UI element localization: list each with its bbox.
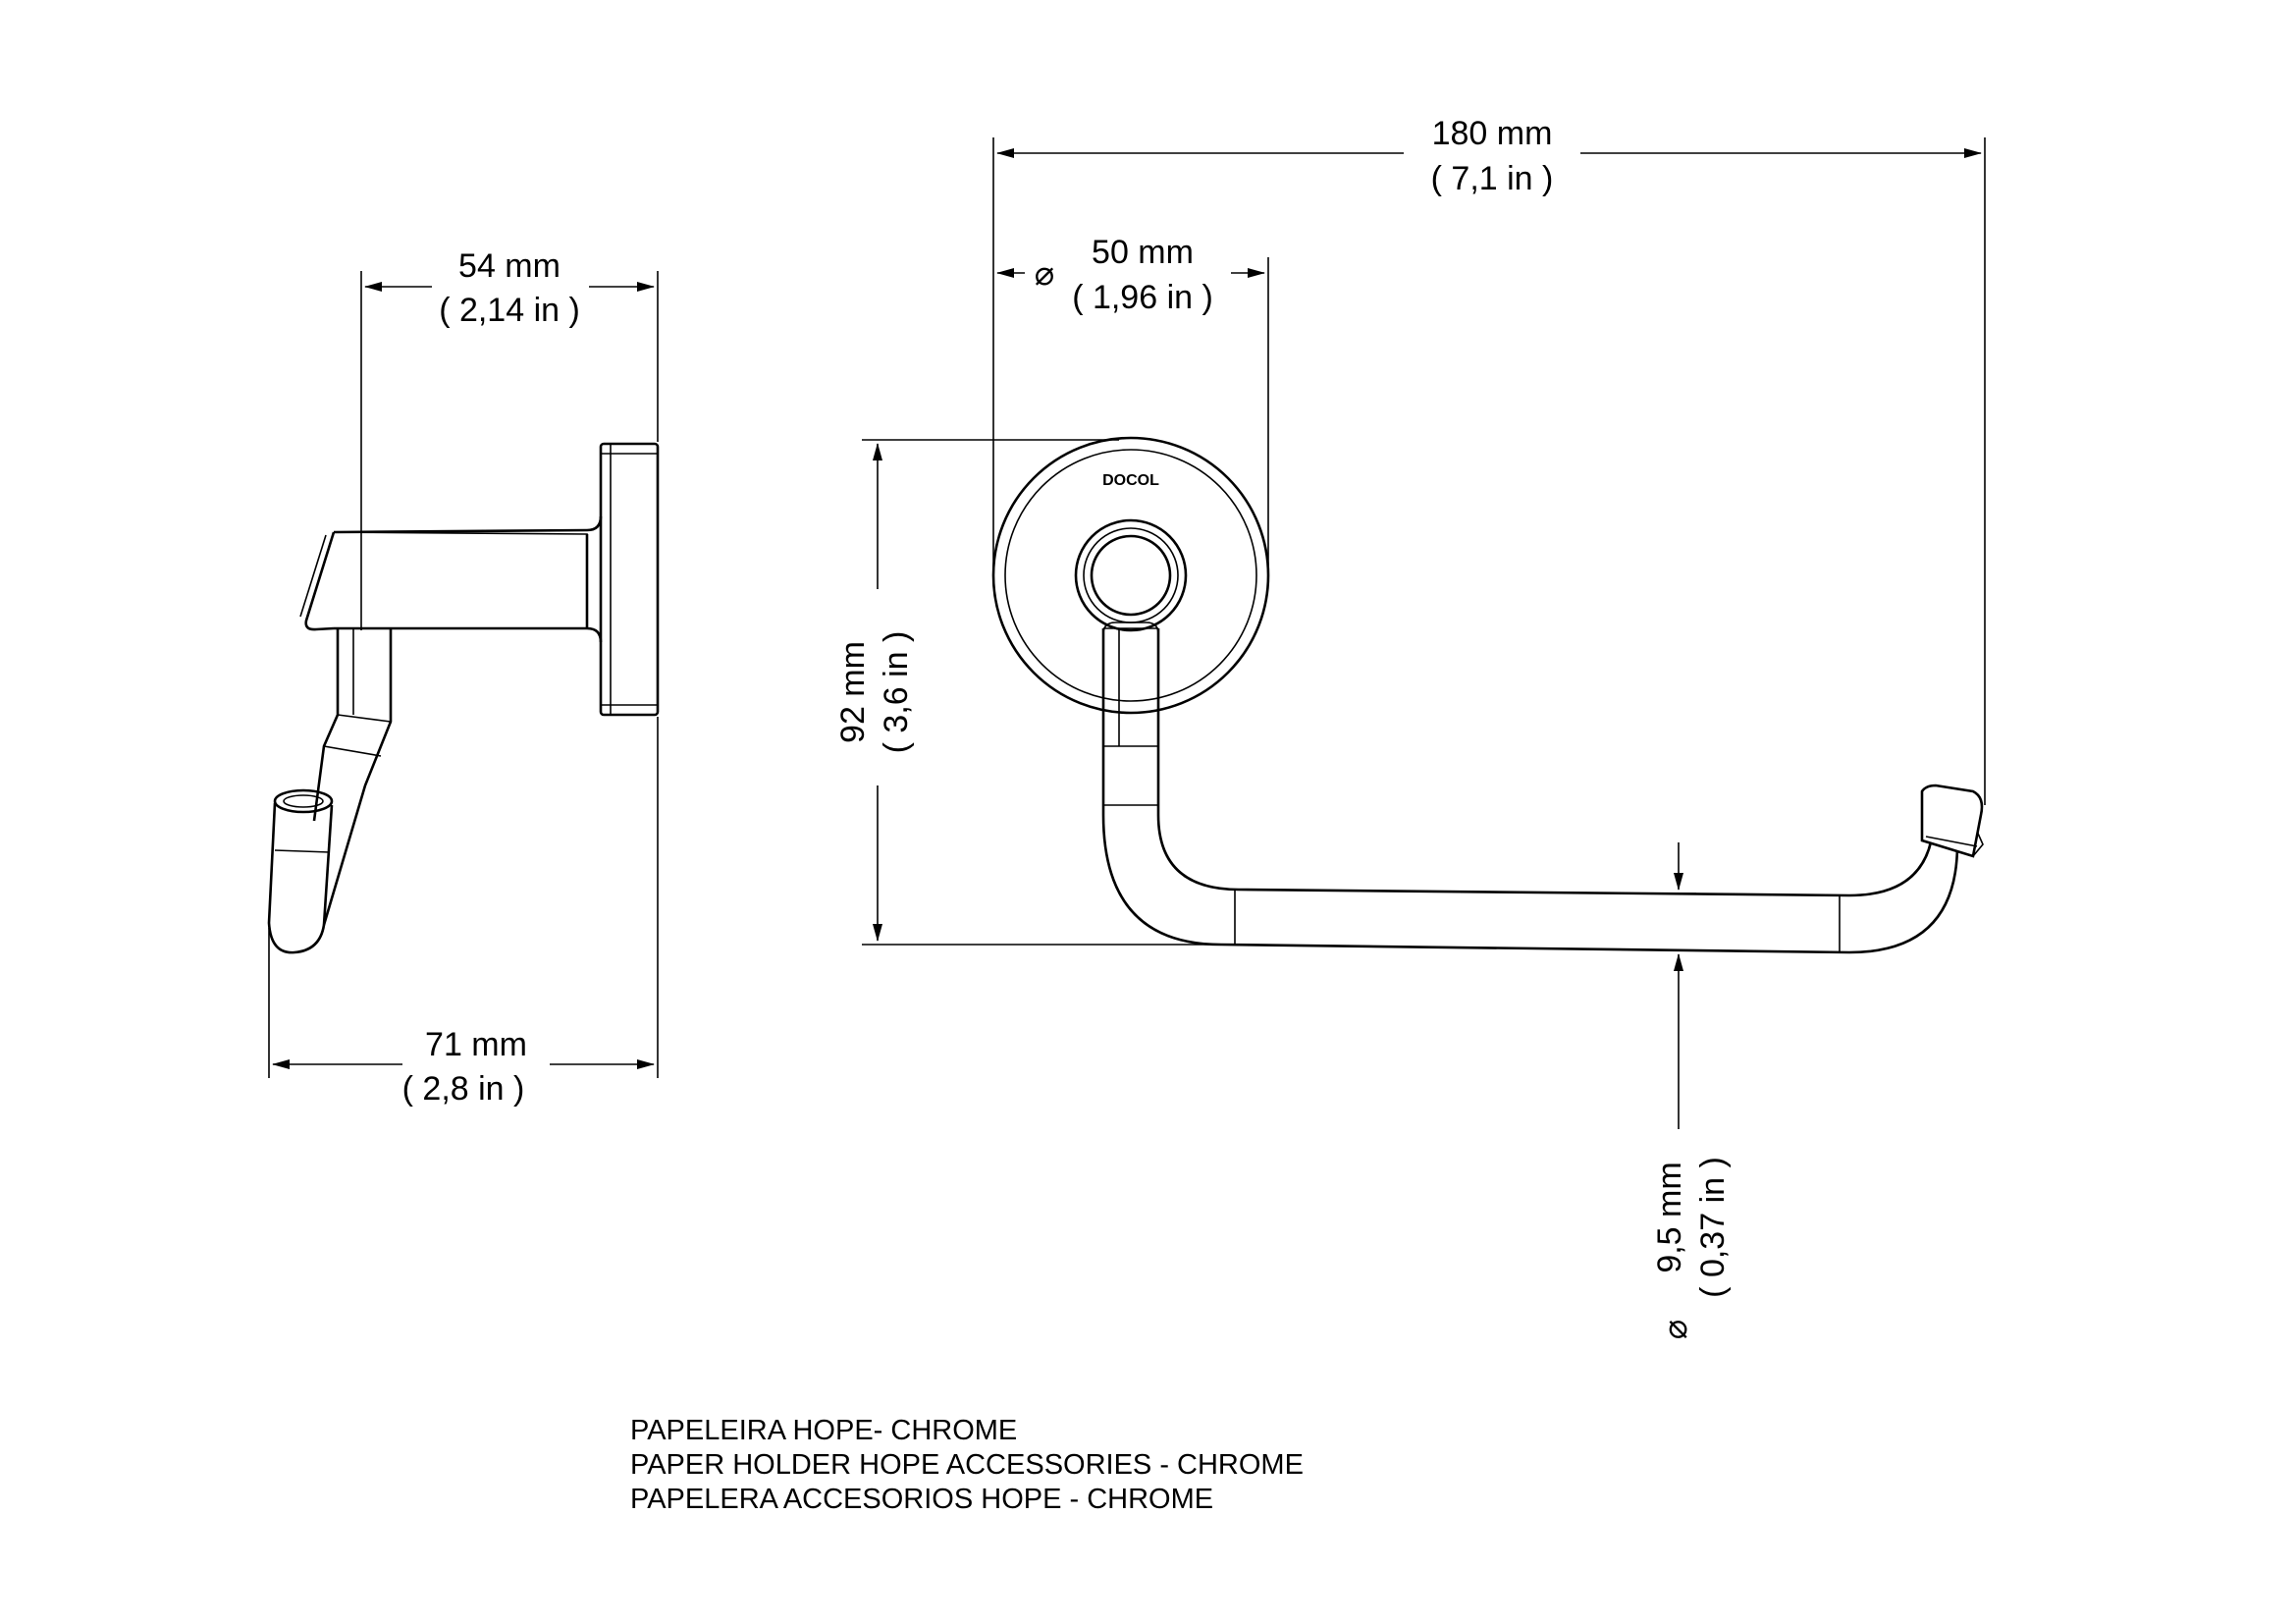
dim-front-width: 180 mm ( 7,1 in ) bbox=[992, 115, 1986, 805]
product-caption: PAPELEIRA HOPE- CHROME PAPER HOLDER HOPE… bbox=[630, 1415, 1304, 1515]
front-bar bbox=[1101, 622, 1984, 954]
dim-side-total: 71 mm ( 2,8 in ) bbox=[268, 717, 659, 1108]
side-rosette bbox=[599, 442, 660, 717]
dim-front-width-in: ( 7,1 in ) bbox=[1431, 160, 1554, 197]
dim-rosette-diameter-symbol: ⌀ bbox=[1035, 255, 1054, 293]
dim-side-depth-mm: 54 mm bbox=[458, 247, 561, 285]
dim-bar-diameter: 9,5 mm ( 0,37 in ) ⌀ bbox=[1651, 842, 1732, 1339]
dim-bar-diameter-in: ( 0,37 in ) bbox=[1694, 1157, 1732, 1298]
dim-side-depth: 54 mm ( 2,14 in ) bbox=[360, 247, 659, 630]
side-tube bbox=[312, 628, 393, 926]
dim-side-depth-in: ( 2,14 in ) bbox=[439, 292, 580, 329]
dim-side-total-in: ( 2,8 in ) bbox=[402, 1070, 525, 1108]
caption-line-pt: PAPELEIRA HOPE- CHROME bbox=[630, 1415, 1017, 1446]
dim-front-height-in: ( 3,6 in ) bbox=[878, 631, 915, 754]
side-view: 54 mm ( 2,14 in ) 71 mm ( 2,8 in ) bbox=[267, 247, 660, 1108]
dim-rosette-diameter-in: ( 1,96 in ) bbox=[1072, 279, 1213, 316]
side-arm bbox=[299, 515, 603, 643]
caption-line-en: PAPER HOLDER HOPE ACCESSORIES - CHROME bbox=[630, 1449, 1304, 1481]
dim-side-total-mm: 71 mm bbox=[425, 1026, 527, 1063]
side-tip bbox=[267, 788, 334, 954]
dim-rosette-diameter-mm: 50 mm bbox=[1092, 234, 1194, 271]
dim-front-width-mm: 180 mm bbox=[1432, 115, 1553, 152]
dim-front-height: 92 mm ( 3,6 in ) bbox=[834, 439, 1227, 946]
dim-bar-diameter-symbol: ⌀ bbox=[1657, 1320, 1694, 1339]
front-rosette: DOCOL bbox=[991, 436, 1270, 715]
brand-logo: DOCOL bbox=[1102, 472, 1159, 489]
dim-rosette-diameter: ⌀ 50 mm ( 1,96 in ) bbox=[996, 234, 1269, 575]
caption-line-es: PAPELERA ACCESORIOS HOPE - CHROME bbox=[630, 1484, 1213, 1515]
dim-bar-diameter-mm: 9,5 mm bbox=[1651, 1162, 1688, 1272]
front-view: DOCOL 180 mm ( 7,1 in ) bbox=[834, 115, 1986, 1339]
dim-front-height-mm: 92 mm bbox=[834, 641, 872, 743]
